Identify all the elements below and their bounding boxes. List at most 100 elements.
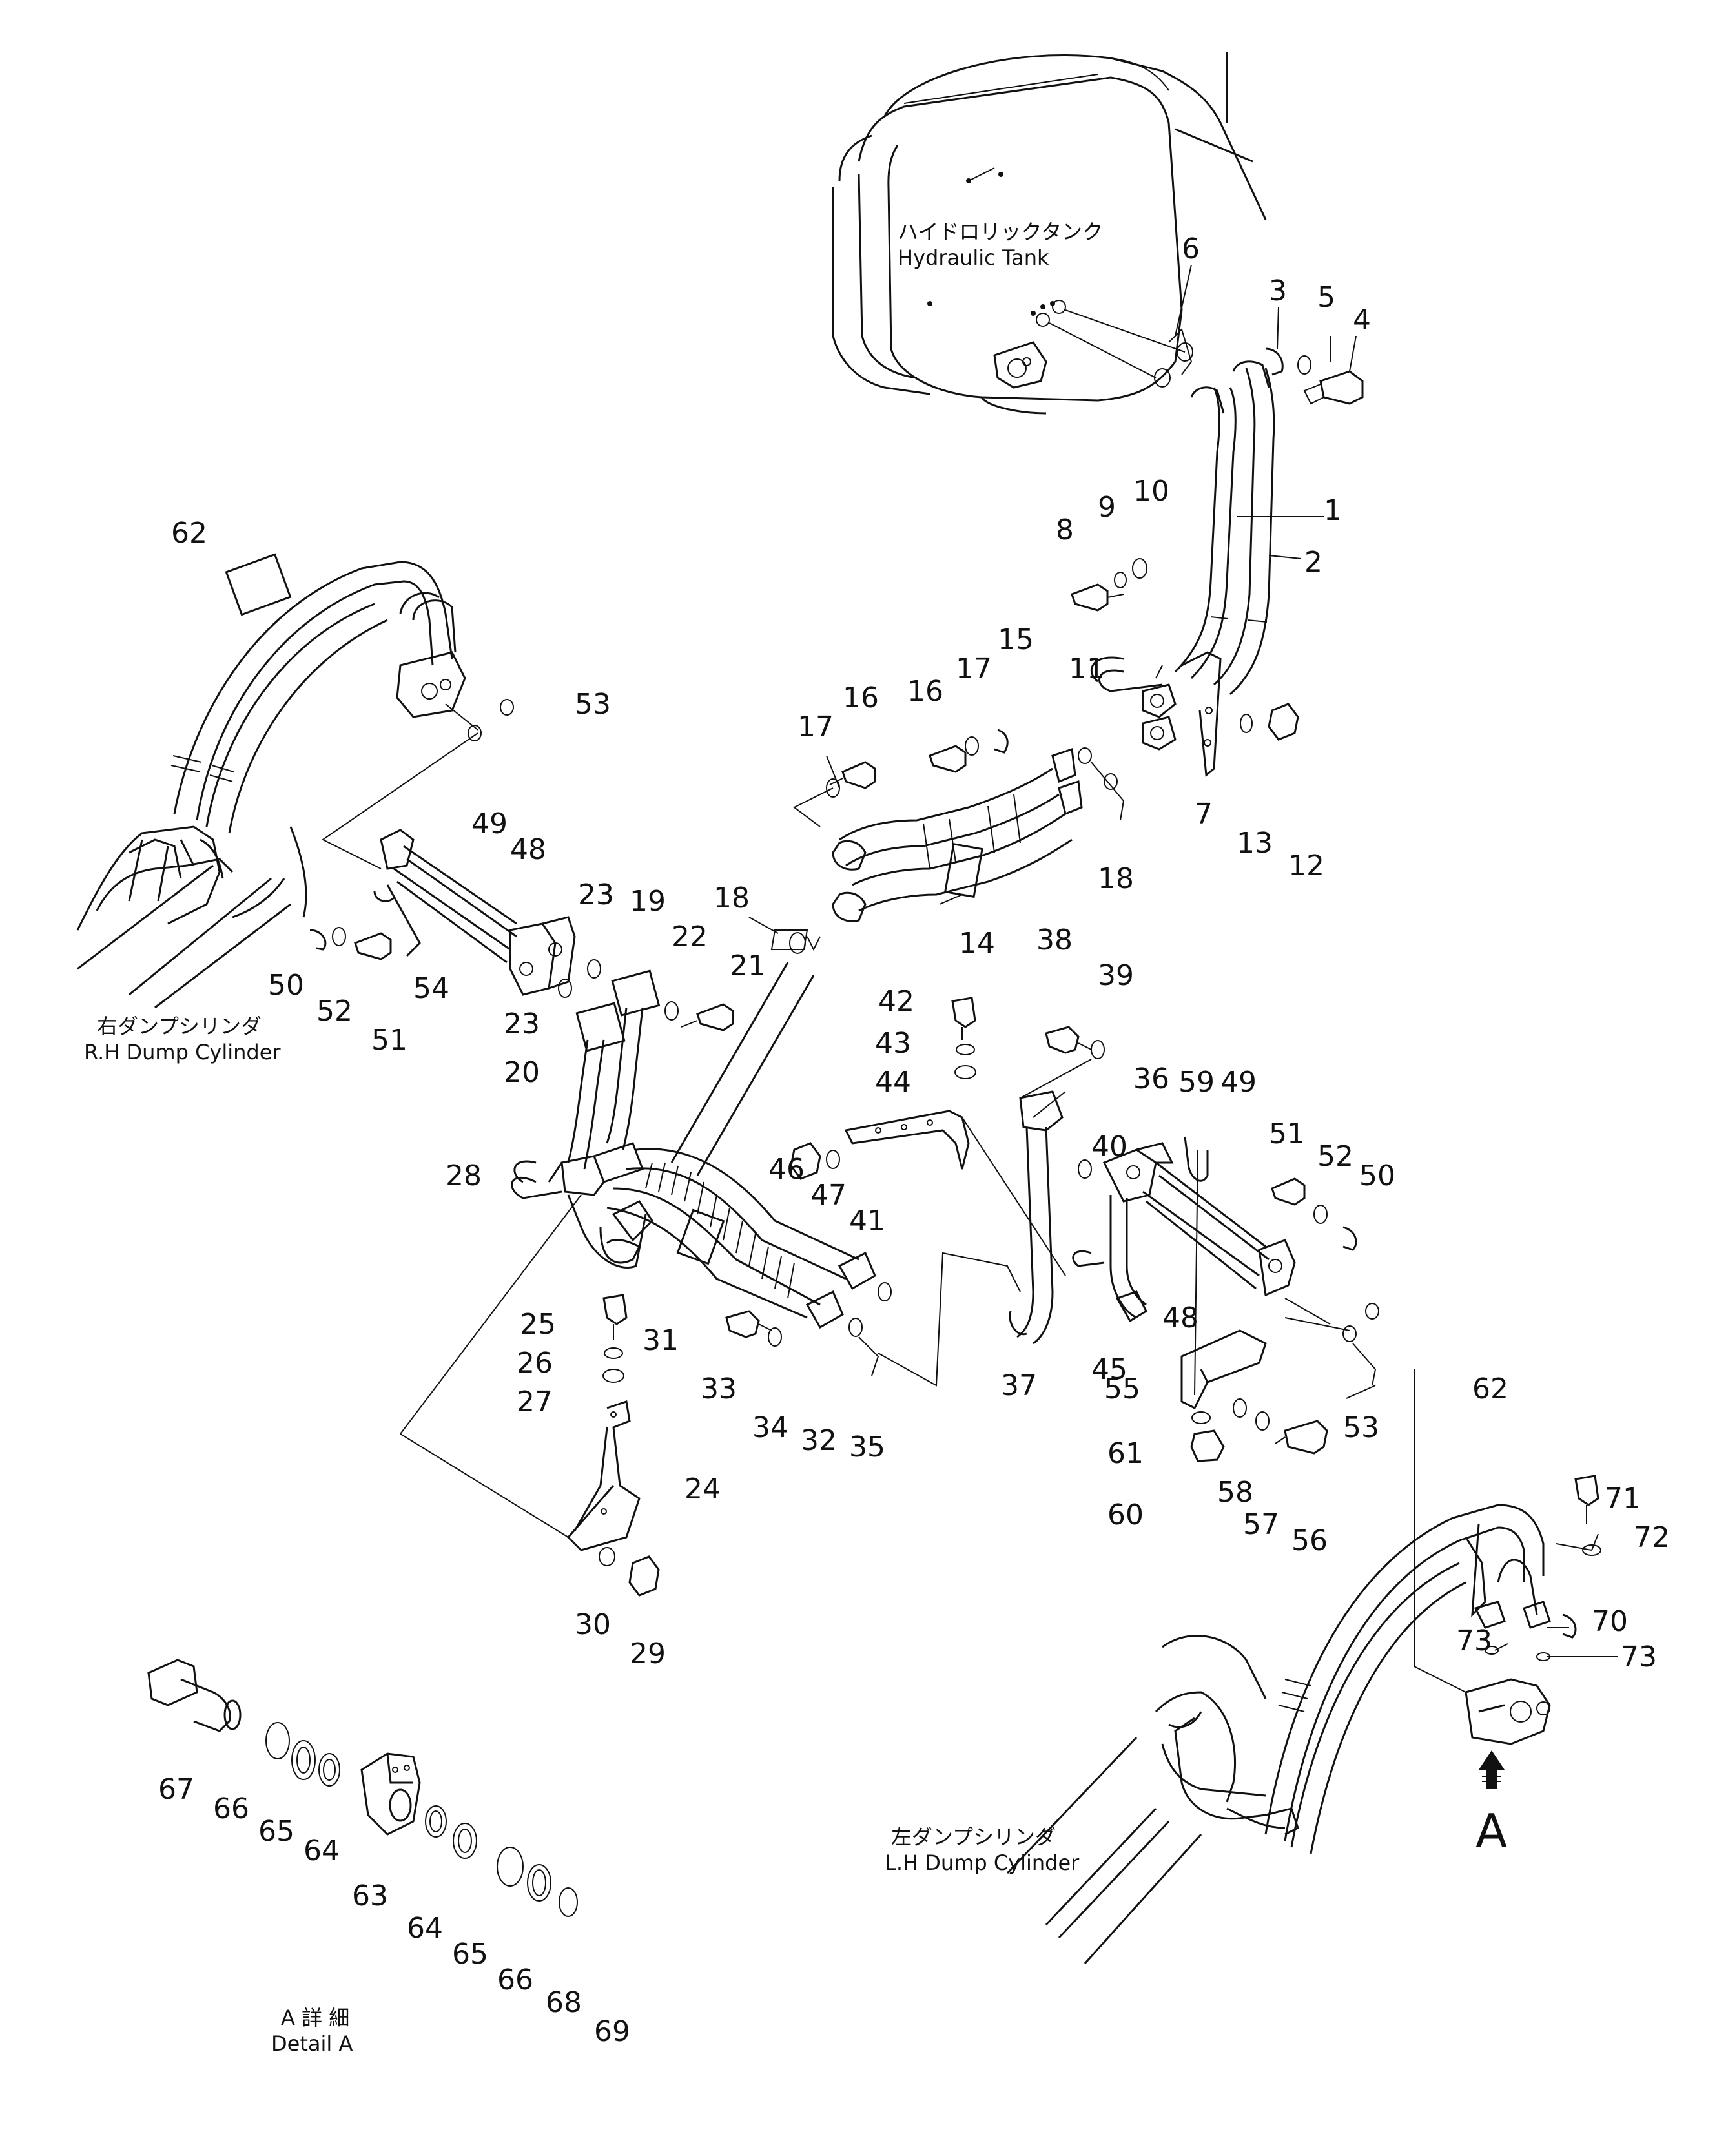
part-number-17-right: 17 (956, 652, 992, 685)
part-number-12: 12 (1288, 849, 1324, 882)
part-number-22: 22 (672, 920, 708, 953)
part-number-41: 41 (849, 1205, 885, 1238)
part-number-16-left: 16 (843, 681, 879, 714)
bracket-24 (566, 1400, 641, 1551)
detail-a-label-en: Detail A (271, 2031, 353, 2056)
part-number-19: 19 (630, 885, 666, 918)
part-number-29: 29 (630, 1637, 666, 1670)
part-number-49-right: 49 (1220, 1066, 1257, 1099)
part-number-59: 59 (1178, 1066, 1215, 1099)
part-number-16-right: 16 (907, 675, 943, 708)
hydraulic-tank: ハイドロリックタンク Hydraulic Tank (832, 52, 1267, 415)
part-number-53-lower: 53 (1343, 1411, 1379, 1444)
part-number-18-left: 18 (714, 882, 750, 915)
part-number-27: 27 (517, 1385, 553, 1418)
part-number-37: 37 (1001, 1369, 1037, 1402)
part-number-3: 3 (1269, 275, 1287, 307)
part-number-13: 13 (1237, 827, 1273, 860)
part-number-23-lower: 23 (504, 1008, 540, 1041)
part-number-21: 21 (730, 949, 766, 982)
lh-cylinder-label-jp: 左ダンプシリンダ (891, 1825, 1056, 1849)
part-number-48-right: 48 (1162, 1301, 1198, 1334)
part-number-42: 42 (878, 985, 914, 1018)
part-number-49-left: 49 (471, 807, 508, 840)
part-number-26: 26 (517, 1347, 553, 1380)
rh-cylinder-label-jp: 右ダンプシリンダ (97, 1014, 262, 1039)
part-number-53-upper: 53 (575, 688, 611, 721)
part-number-52-right: 52 (1317, 1140, 1353, 1173)
part-number-40: 40 (1091, 1130, 1127, 1163)
part-number-50-left: 50 (268, 969, 304, 1002)
arrow-letter-a: A (1475, 1804, 1507, 1858)
part-number-31: 31 (643, 1324, 679, 1357)
part-number-4: 4 (1353, 304, 1371, 337)
part-number-24: 24 (684, 1473, 721, 1506)
part-number-65-left: 65 (258, 1815, 294, 1848)
part-number-25: 25 (520, 1308, 556, 1341)
part-number-51-right: 51 (1269, 1117, 1305, 1150)
left-pipe-assembly (373, 829, 576, 996)
part-number-1: 1 (1324, 494, 1342, 527)
leader-lines (322, 264, 1618, 1693)
detail-a-label-jp: A 詳 細 (281, 2006, 349, 2030)
part-number-73-right: 73 (1621, 1641, 1657, 1674)
part-number-48-left: 48 (510, 833, 546, 866)
rh-cylinder-label-en: R.H Dump Cylinder (84, 1040, 281, 1064)
part-number-18-right: 18 (1098, 862, 1134, 895)
part-number-17-left: 17 (797, 710, 834, 743)
part-number-54: 54 (413, 972, 449, 1005)
part-number-50-right: 50 (1359, 1159, 1395, 1192)
part-number-61: 61 (1107, 1437, 1144, 1470)
part-number-7: 7 (1195, 798, 1213, 831)
part-number-73-left: 73 (1456, 1624, 1492, 1657)
part-number-56: 56 (1291, 1524, 1328, 1557)
tank-label-en: Hydraulic Tank (898, 245, 1049, 270)
part-number-5: 5 (1317, 281, 1335, 314)
part-number-72: 72 (1634, 1521, 1670, 1554)
part-number-66-right: 66 (497, 1964, 533, 1996)
part-number-69: 69 (594, 2015, 630, 2048)
part-number-55: 55 (1104, 1373, 1140, 1405)
part-number-63: 63 (352, 1880, 388, 1912)
part-number-45: 45 (1091, 1353, 1127, 1386)
part-number-65-right: 65 (452, 1938, 488, 1971)
tank-hoses (1142, 360, 1275, 777)
hose-assembly-14 (832, 747, 1083, 922)
rh-dump-cylinder: 右ダンプシリンダ R.H Dump Cylinder (76, 553, 466, 1064)
part-number-64-right: 64 (407, 1912, 443, 1945)
part-number-32: 32 (801, 1424, 837, 1457)
part-number-2: 2 (1304, 546, 1322, 579)
part-number-70: 70 (1592, 1605, 1628, 1638)
part-number-71: 71 (1605, 1482, 1641, 1515)
part-number-60: 60 (1107, 1498, 1144, 1531)
part-number-52-left: 52 (316, 995, 353, 1028)
part-number-28: 28 (446, 1159, 482, 1192)
lh-dump-cylinder: A 左ダンプシリンダ L.H Dump Cylinder (885, 1504, 1551, 1965)
hardware (309, 328, 1601, 1661)
part-number-67: 67 (158, 1773, 194, 1806)
part-number-62-lower: 62 (1472, 1373, 1508, 1405)
detail-a: A 詳 細 Detail A (147, 1659, 578, 2056)
part-number-47: 47 (810, 1179, 847, 1212)
part-number-35: 35 (849, 1431, 885, 1464)
center-valve-assembly (548, 962, 876, 1329)
lh-cylinder-label-en: L.H Dump Cylinder (885, 1850, 1080, 1875)
part-number-6: 6 (1182, 233, 1200, 265)
part-number-58: 58 (1217, 1476, 1253, 1509)
part-number-34: 34 (752, 1411, 788, 1444)
part-number-33: 33 (701, 1373, 737, 1405)
part-number-66-left: 66 (213, 1792, 249, 1825)
part-number-64-left: 64 (303, 1834, 340, 1867)
part-number-43: 43 (875, 1027, 911, 1060)
right-pipe-assembly (844, 1090, 1296, 1410)
part-number-39: 39 (1098, 959, 1134, 992)
part-number-38: 38 (1036, 924, 1073, 957)
part-number-15: 15 (998, 623, 1034, 656)
part-number-30: 30 (575, 1608, 611, 1641)
part-number-14: 14 (959, 927, 995, 960)
part-number-44: 44 (875, 1066, 911, 1099)
part-number-20: 20 (504, 1056, 540, 1089)
part-number-46: 46 (768, 1153, 805, 1186)
part-number-8: 8 (1056, 513, 1074, 546)
